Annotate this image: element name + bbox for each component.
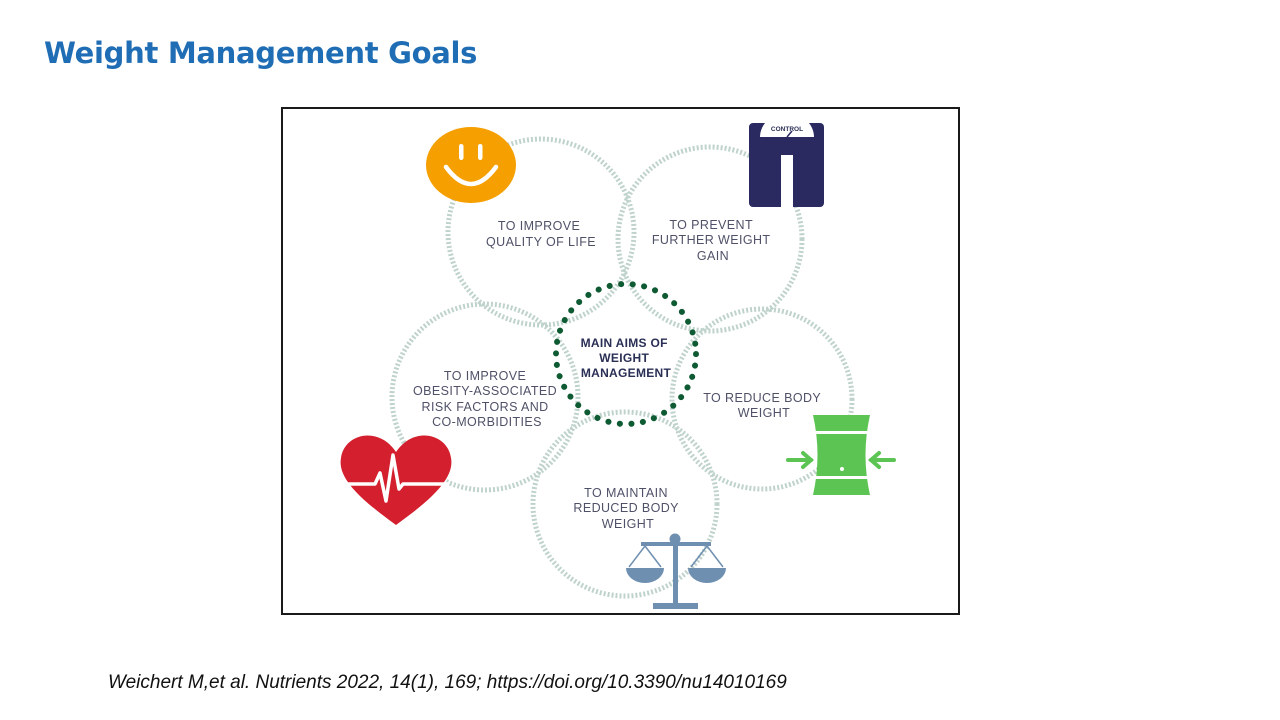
goal-line: TO REDUCE BODY: [703, 391, 821, 405]
goal-reduce-weight-label: TO REDUCE BODY WEIGHT: [703, 391, 825, 420]
smiley-face-icon: [426, 127, 516, 203]
goal-quality-of-life-label: TO IMPROVE QUALITY OF LIFE: [486, 219, 596, 249]
center-label: MAIN AIMS OF WEIGHT MANAGEMENT: [581, 336, 672, 380]
goal-line: QUALITY OF LIFE: [486, 235, 596, 249]
goal-rings: [389, 136, 855, 599]
heart-pulse-icon: [340, 435, 452, 525]
scale-control-icon: CONTROL: [749, 113, 824, 207]
ring-reduce-weight: [669, 306, 855, 492]
goal-maintain-weight-label: TO MAINTAIN REDUCED BODY WEIGHT: [573, 486, 682, 531]
diagram-figure: MAIN AIMS OF WEIGHT MANAGEMENT TO IMPROV…: [281, 107, 960, 615]
scale-control-text: CONTROL: [771, 126, 803, 133]
goal-line: TO IMPROVE: [444, 369, 526, 383]
ring-prevent-gain: [615, 144, 805, 334]
goal-line: GAIN: [697, 249, 729, 263]
ring-maintain-weight: [530, 409, 720, 599]
ring-quality-of-life: [445, 136, 637, 328]
balance-scale-icon: [626, 533, 726, 609]
goal-line: TO MAINTAIN: [584, 486, 668, 500]
goal-line: WEIGHT: [602, 517, 654, 531]
goal-line: WEIGHT: [738, 406, 790, 420]
goal-line: TO PREVENT: [669, 218, 753, 232]
goal-line: FURTHER WEIGHT: [652, 233, 771, 247]
center-dotted-ring: [553, 281, 699, 427]
slide-title: Weight Management Goals: [44, 36, 478, 70]
goal-line: CO-MORBIDITIES: [432, 415, 542, 429]
waist-shrink-icon: [786, 415, 896, 495]
goal-risk-factors-label: TO IMPROVE OBESITY-ASSOCIATED RISK FACTO…: [413, 369, 561, 429]
goal-line: RISK FACTORS AND: [422, 400, 549, 414]
diagram-canvas: MAIN AIMS OF WEIGHT MANAGEMENT TO IMPROV…: [340, 113, 896, 609]
goal-line: REDUCED BODY: [573, 501, 679, 515]
ring-risk-factors: [389, 301, 581, 493]
goal-line: TO IMPROVE: [498, 219, 580, 233]
center-line: MAIN AIMS OF: [581, 336, 668, 350]
goal-prevent-gain-label: TO PREVENT FURTHER WEIGHT GAIN: [652, 218, 774, 263]
center-line: WEIGHT: [599, 351, 649, 365]
citation: Weichert M,et al. Nutrients 2022, 14(1),…: [108, 672, 787, 693]
goal-line: OBESITY-ASSOCIATED: [413, 384, 557, 398]
center-line: MANAGEMENT: [581, 366, 672, 380]
